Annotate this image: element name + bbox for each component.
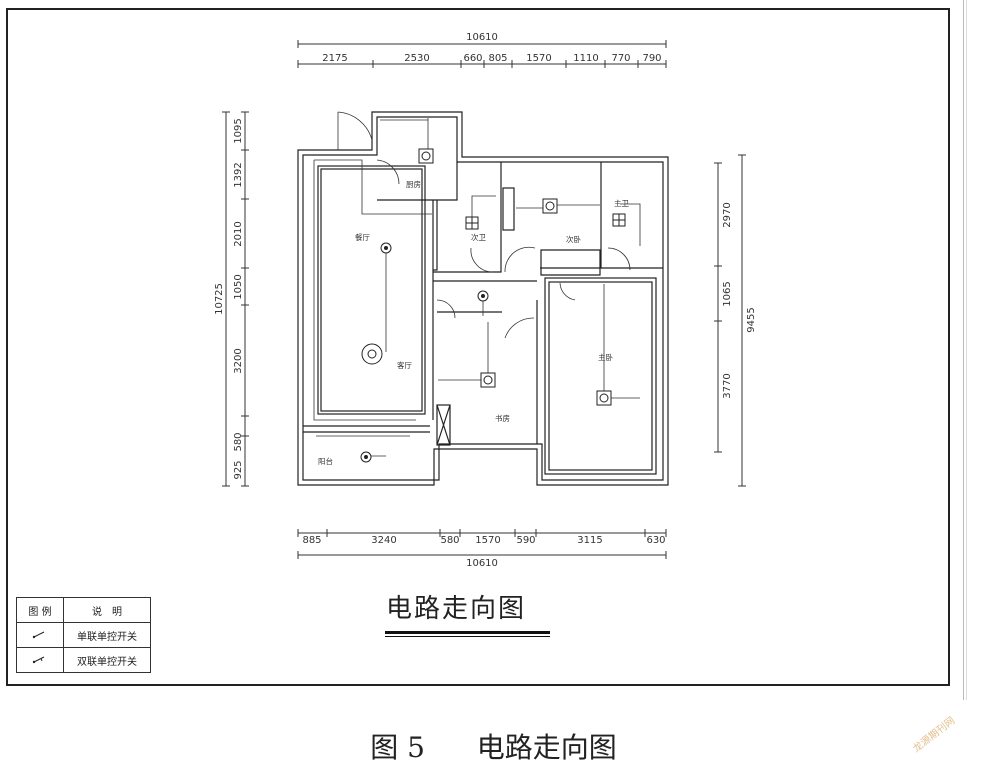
top-dim-3: 660 — [463, 53, 482, 64]
bottom-dim-2: 3240 — [371, 535, 396, 546]
left-dim-5: 3200 — [233, 348, 244, 373]
room-label-second-bath: 次卫 — [471, 232, 486, 242]
drawing-sheet — [6, 8, 950, 686]
top-dim-2: 2530 — [404, 53, 429, 64]
page-edge-line — [963, 0, 964, 700]
bottom-dim-1: 885 — [302, 535, 321, 546]
left-dim-2: 1392 — [233, 162, 244, 187]
legend-desc-double: 双联单控开关 — [63, 647, 151, 673]
bottom-dim-7: 630 — [646, 535, 665, 546]
top-dim-7: 770 — [611, 53, 630, 64]
left-dim-3: 2010 — [233, 221, 244, 246]
top-dim-1: 2175 — [322, 53, 347, 64]
top-dim-6: 1110 — [573, 53, 598, 64]
top-dim-4: 805 — [488, 53, 507, 64]
legend-header-row: 图 例 说 明 — [16, 597, 151, 623]
room-label-study: 书房 — [495, 413, 510, 423]
caption-text: 电路走向图 — [476, 731, 617, 764]
bottom-dim-3: 580 — [440, 535, 459, 546]
left-dim-4: 1050 — [233, 274, 244, 299]
top-dim-5: 1570 — [526, 53, 551, 64]
top-dim-8: 790 — [642, 53, 661, 64]
title-underline-thick — [385, 631, 550, 634]
left-dim-6: 580 — [233, 432, 244, 451]
drawing-title: 电路走向图 — [386, 594, 527, 624]
left-dim-7: 925 — [233, 460, 244, 479]
top-total-dim: 10610 — [466, 32, 498, 43]
figure-caption: 图 5 电路走向图 — [0, 726, 987, 766]
bottom-dim-6: 3115 — [577, 535, 602, 546]
left-dim-1: 1095 — [233, 118, 244, 143]
right-dim-2: 1065 — [722, 281, 733, 306]
bottom-dim-4: 1570 — [475, 535, 500, 546]
room-label-master-bedroom: 主卧 — [598, 352, 613, 362]
left-total-dim: 10725 — [214, 283, 225, 315]
caption-number: 图 5 — [370, 731, 425, 764]
right-dim-3: 3770 — [722, 373, 733, 398]
right-dim-1: 2970 — [722, 202, 733, 227]
room-label-kitchen: 厨房 — [406, 179, 421, 189]
room-label-balcony: 阳台 — [318, 456, 333, 466]
page-edge-line-2 — [966, 0, 967, 700]
room-label-dining: 餐厅 — [355, 233, 370, 242]
legend-table: 图 例 说 明 单联单控开关 双联单控开关 — [16, 597, 151, 673]
double-switch-icon — [16, 647, 64, 673]
bottom-dim-5: 590 — [516, 535, 535, 546]
bottom-total-dim: 10610 — [466, 558, 498, 569]
room-label-master-bath: 主卫 — [614, 198, 629, 208]
legend-header-symbol: 图 例 — [16, 597, 64, 623]
right-total-dim: 9455 — [746, 307, 757, 332]
legend-header-desc: 说 明 — [63, 597, 151, 623]
legend-row: 双联单控开关 — [16, 647, 151, 673]
room-label-second-bedroom: 次卧 — [566, 234, 581, 244]
room-label-living: 客厅 — [397, 360, 412, 370]
legend-desc-single: 单联单控开关 — [63, 622, 151, 648]
single-switch-icon — [16, 622, 64, 648]
title-underline-thin — [385, 636, 550, 637]
legend-row: 单联单控开关 — [16, 622, 151, 648]
